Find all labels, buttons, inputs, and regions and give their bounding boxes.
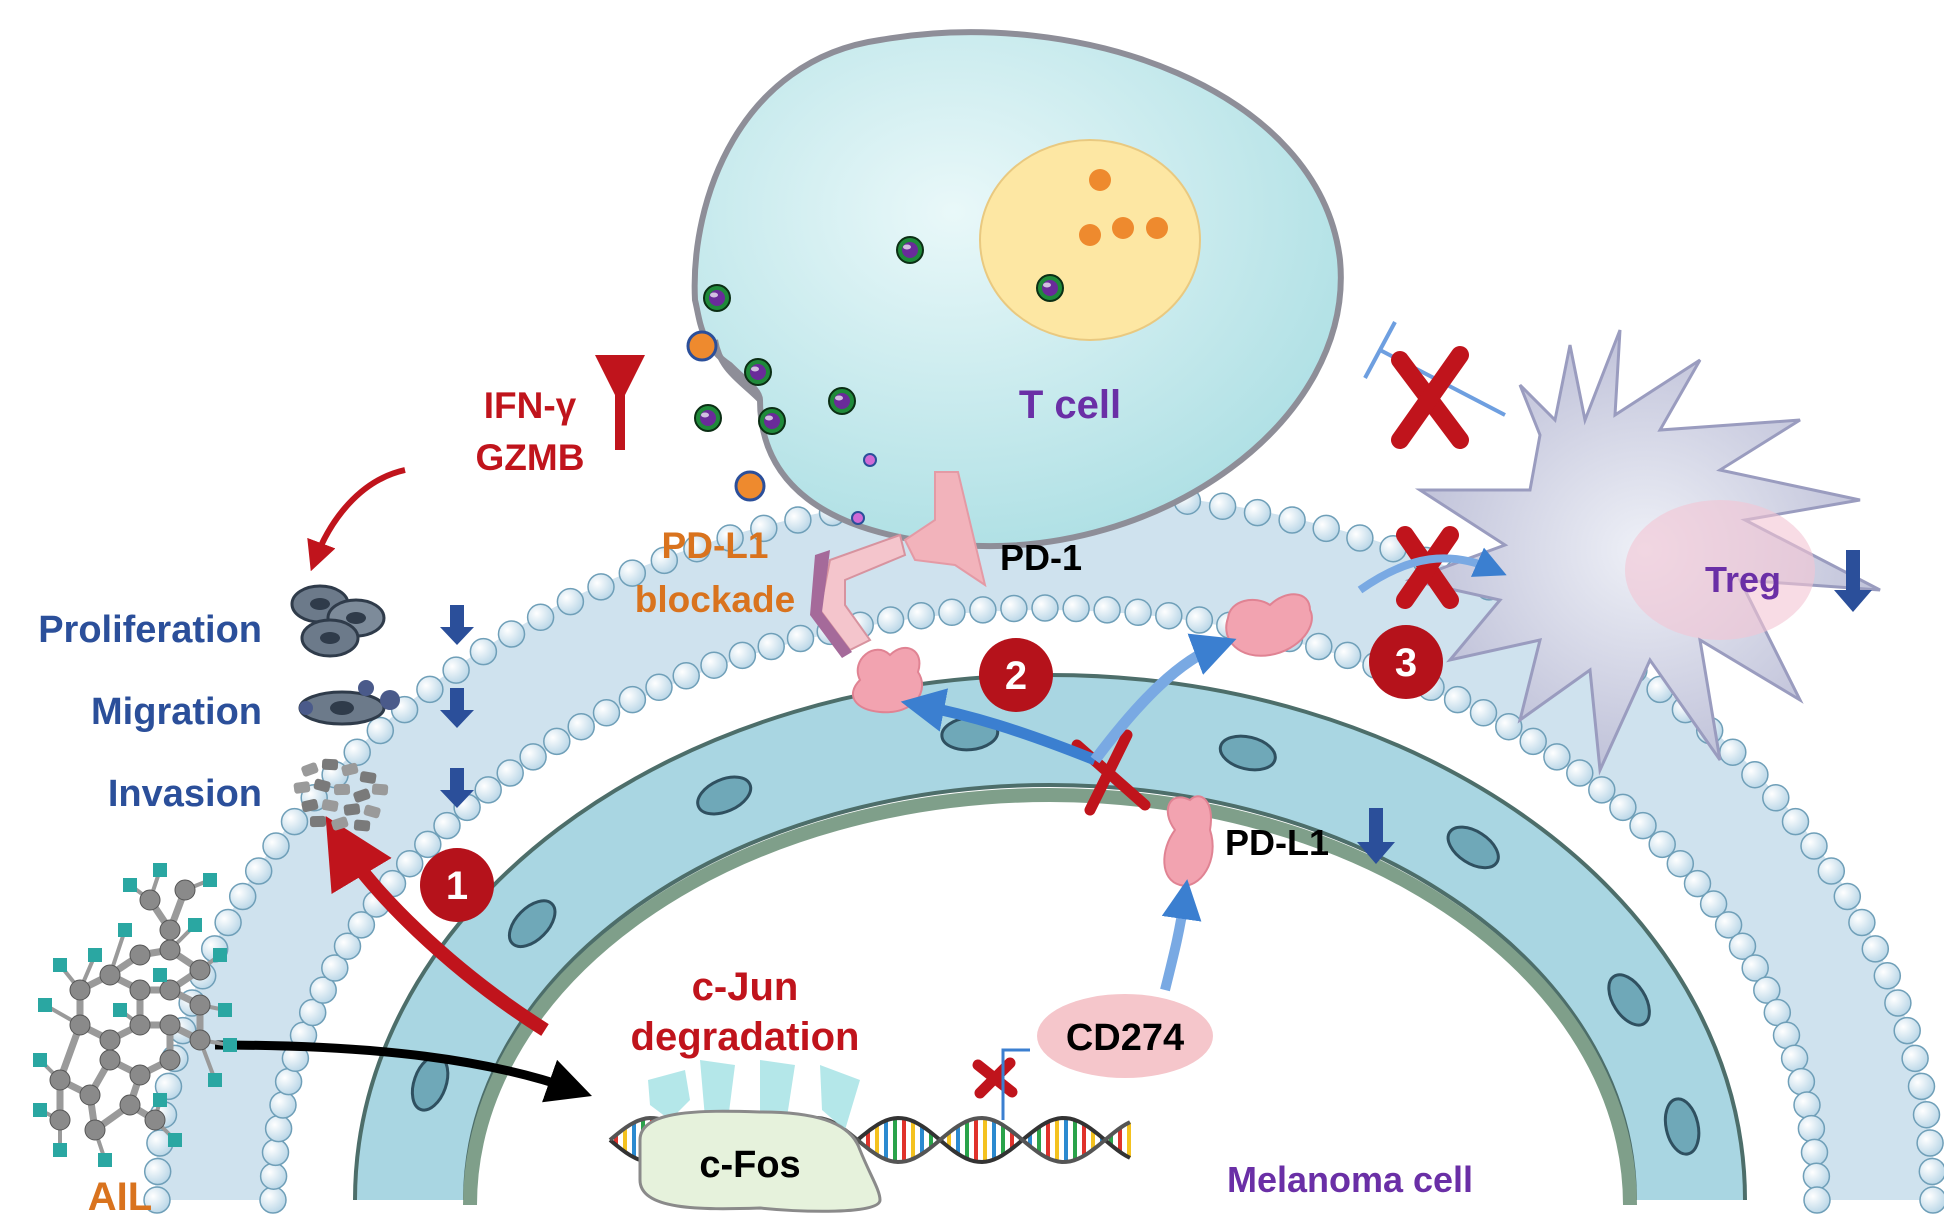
block-x-transcription	[972, 1057, 1018, 1099]
granule-icon	[828, 387, 856, 415]
cfos-protein	[638, 1109, 882, 1213]
red-arrows	[307, 355, 645, 1036]
cjun-label-line1: c-Jun	[692, 965, 799, 1009]
treg-label: Treg	[1705, 559, 1781, 600]
pdl1-blockade-label-line1: PD-L1	[662, 525, 769, 566]
pdl1-transport-arrows	[900, 547, 1507, 992]
pdl1-protein-released	[1225, 593, 1313, 657]
pd1-receptor	[903, 471, 987, 588]
cell-cluster-icon	[290, 584, 386, 658]
migrating-cell-icon	[298, 680, 400, 726]
pd1-label: PD-1	[1000, 537, 1082, 578]
pdl1-label: PD-L1	[1225, 822, 1329, 863]
treg-cell-icon	[1404, 329, 1881, 776]
block-x-treg-recruit	[1396, 526, 1459, 609]
ail-label: AIL	[88, 1175, 152, 1219]
pdl1-blockade-label-line2: blockade	[635, 579, 795, 620]
pdl1-protein-lower	[1163, 795, 1214, 887]
promoter-arrow	[1001, 1048, 1030, 1120]
migration-label: Migration	[91, 691, 262, 733]
step-badge-3: 3	[1369, 625, 1443, 699]
granule-icon	[703, 284, 731, 312]
pdl1-protein-membrane	[851, 646, 924, 714]
t-cell	[691, 29, 1344, 550]
ail-action-arrow	[214, 1040, 592, 1103]
cd274-gene	[1037, 994, 1213, 1078]
svg-text:1: 1	[446, 864, 468, 908]
granule-icon	[758, 407, 786, 435]
invasion-label: Invasion	[108, 773, 262, 815]
ifn-gamma-label: IFN-γ	[484, 385, 577, 426]
decrease-arrows	[440, 550, 1872, 864]
granule-icon	[1036, 274, 1064, 302]
cfos-label: c-Fos	[699, 1144, 800, 1186]
fragmented-cell-icon	[293, 758, 389, 832]
cjun-label-line2: degradation	[631, 1015, 860, 1059]
step-badge-1: 1	[420, 848, 494, 922]
granule-icon	[694, 404, 722, 432]
block-x-treg-inhibition	[1391, 346, 1469, 449]
proliferation-label: Proliferation	[38, 609, 262, 651]
svg-text:2: 2	[1005, 654, 1027, 698]
secreted-granules	[686, 284, 877, 525]
granule-icon	[896, 236, 924, 264]
cjun-fragments	[648, 1060, 860, 1130]
granule-icon	[744, 358, 772, 386]
ail-molecule-icon	[33, 863, 237, 1167]
gzmb-label: GZMB	[476, 437, 585, 478]
pdl1-blockade-antibody	[810, 533, 907, 658]
step-badge-2: 2	[979, 638, 1053, 712]
svg-text:3: 3	[1395, 641, 1417, 685]
cd274-label: CD274	[1066, 1017, 1184, 1059]
t-cell-label: T cell	[1019, 383, 1121, 427]
melanoma-cell-label: Melanoma cell	[1227, 1159, 1473, 1200]
